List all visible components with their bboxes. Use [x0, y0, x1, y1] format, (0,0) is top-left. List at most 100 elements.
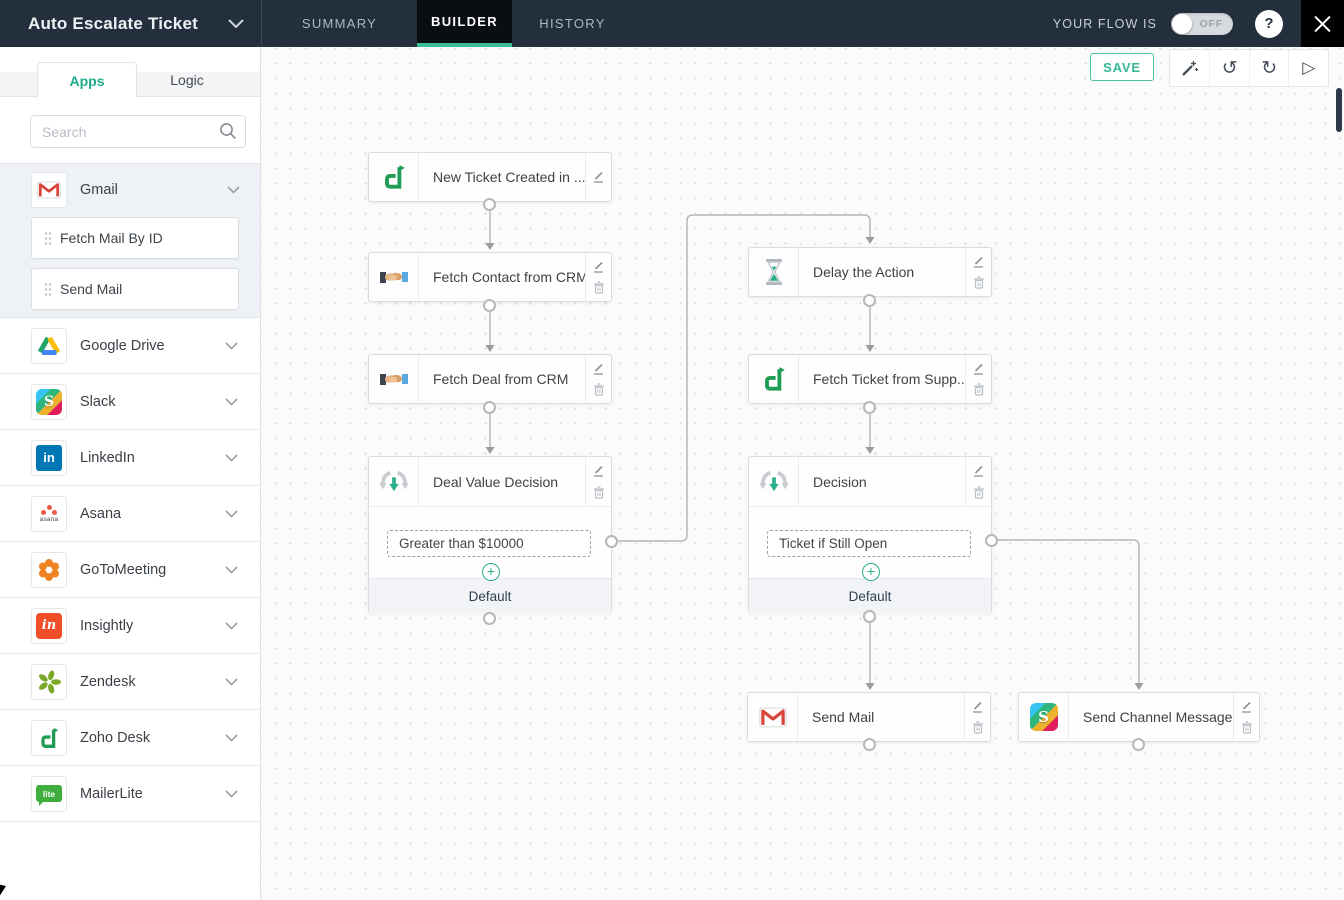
sidebar-item-gmail[interactable]: Gmail [31, 172, 240, 208]
sidebar-item-google-drive[interactable]: Google Drive [0, 318, 260, 374]
redo-icon[interactable]: ↻ [1248, 50, 1289, 86]
tab-history[interactable]: HISTORY [539, 16, 606, 31]
node-fetch-deal-from-crm[interactable]: Fetch Deal from CRM [368, 354, 612, 404]
sidebar-app-list: Google Drive S Slack in LinkedIn asana A [0, 318, 260, 822]
edit-icon[interactable] [971, 700, 984, 714]
drag-handle-icon [44, 282, 51, 296]
slack-icon: S [31, 383, 67, 420]
delete-icon[interactable] [973, 276, 985, 289]
gmail-icon [748, 693, 798, 741]
condition-box[interactable]: Greater than $10000 [387, 530, 591, 557]
connector-port[interactable] [863, 738, 876, 751]
connector-port[interactable] [483, 198, 496, 211]
node-deal-value-decision[interactable]: Deal Value Decision Greater than $10000 … [368, 456, 612, 614]
chevron-down-icon [225, 393, 238, 411]
node-actions [585, 153, 611, 201]
node-send-channel-message[interactable]: S Send Channel Message [1018, 692, 1260, 742]
node-new-ticket-created[interactable]: New Ticket Created in ... [368, 152, 612, 202]
undo-icon[interactable]: ↺ [1209, 50, 1249, 86]
save-button[interactable]: SAVE [1090, 53, 1154, 81]
app-name: Zendesk [80, 673, 136, 690]
edit-icon[interactable] [592, 464, 605, 478]
node-actions [965, 457, 991, 506]
edit-icon[interactable] [972, 362, 985, 376]
app-name: Zoho Desk [80, 729, 151, 746]
node-fetch-contact-from-crm[interactable]: Fetch Contact from CRM [368, 252, 612, 302]
edit-icon[interactable] [972, 464, 985, 478]
sidebar-item-gotomeeting[interactable]: GoToMeeting [0, 542, 260, 598]
delete-icon[interactable] [1241, 721, 1253, 734]
delete-icon[interactable] [972, 721, 984, 734]
sidebar-item-slack[interactable]: S Slack [0, 374, 260, 430]
app-name: Gmail [80, 182, 118, 198]
google-drive-icon [31, 327, 67, 364]
node-send-mail[interactable]: Send Mail [747, 692, 991, 742]
edit-icon[interactable] [592, 170, 605, 184]
node-delay-the-action[interactable]: Delay the Action [748, 247, 992, 297]
condition-box[interactable]: Ticket if Still Open [767, 530, 971, 557]
edit-icon[interactable] [972, 255, 985, 269]
connector-port[interactable] [863, 401, 876, 414]
connector-port[interactable] [483, 401, 496, 414]
delete-icon[interactable] [593, 281, 605, 294]
node-fetch-ticket-from-support[interactable]: Fetch Ticket from Supp... [748, 354, 992, 404]
sidebar-item-mailerlite[interactable]: lite MailerLite [0, 766, 260, 822]
connector-port[interactable] [483, 299, 496, 312]
sidebar-tab-row: Apps Logic [0, 62, 260, 98]
canvas-scrollbar-thumb[interactable] [1336, 88, 1342, 132]
slack-icon: S [1019, 693, 1069, 741]
sidebar-item-zendesk[interactable]: Zendesk [0, 654, 260, 710]
flow-status-label: YOUR FLOW IS [1052, 16, 1157, 31]
connector-port[interactable] [863, 294, 876, 307]
chevron-down-icon [225, 785, 238, 803]
node-title: Fetch Ticket from Supp... [813, 371, 965, 387]
delete-icon[interactable] [973, 486, 985, 499]
tab-builder[interactable]: BUILDER [417, 0, 512, 47]
app-action-send-mail[interactable]: Send Mail [31, 268, 239, 310]
flow-on-off-toggle[interactable]: OFF [1171, 12, 1233, 35]
flow-title-dropdown[interactable]: Auto Escalate Ticket [0, 0, 262, 47]
edit-icon[interactable] [592, 362, 605, 376]
app-action-fetch-mail-by-id[interactable]: Fetch Mail By ID [31, 217, 239, 259]
sidebar-item-zoho-desk[interactable]: Zoho Desk [0, 710, 260, 766]
edit-icon[interactable] [1240, 700, 1253, 714]
sidebar-item-insightly[interactable]: in Insightly [0, 598, 260, 654]
run-icon[interactable]: ▷ [1288, 50, 1328, 86]
action-label: Fetch Mail By ID [60, 230, 163, 246]
sidebar-item-linkedin[interactable]: in LinkedIn [0, 430, 260, 486]
connector-port[interactable] [1132, 738, 1145, 751]
app-name: Google Drive [80, 337, 165, 354]
zoho-desk-icon [369, 153, 419, 201]
node-decision[interactable]: Decision Ticket if Still Open + Default [748, 456, 992, 614]
insightly-icon: in [31, 607, 67, 644]
search-icon [219, 122, 237, 145]
delete-icon[interactable] [973, 383, 985, 396]
delete-icon[interactable] [593, 383, 605, 396]
add-condition-icon[interactable]: + [482, 563, 500, 581]
node-title: Decision [813, 473, 867, 490]
magic-wand-icon[interactable] [1170, 50, 1209, 86]
tab-apps[interactable]: Apps [37, 62, 137, 98]
node-actions [964, 693, 990, 741]
help-button[interactable]: ? [1255, 9, 1283, 38]
node-title: Delay the Action [813, 264, 915, 280]
add-condition-icon[interactable]: + [862, 563, 880, 581]
topbar-tabs: SUMMARY BUILDER HISTORY [262, 0, 633, 47]
tab-logic[interactable]: Logic [170, 71, 204, 88]
tab-summary[interactable]: SUMMARY [301, 16, 378, 31]
edit-icon[interactable] [592, 260, 605, 274]
close-button[interactable] [1301, 0, 1344, 48]
connector-port[interactable] [483, 612, 496, 625]
sidebar-item-asana[interactable]: asana Asana [0, 486, 260, 542]
connector-port[interactable] [605, 535, 618, 548]
connector-port[interactable] [863, 610, 876, 623]
flow-canvas[interactable]: SAVE ↺ ↻ ▷ New Ticket Created in ... [261, 47, 1344, 900]
node-title: New Ticket Created in ... [433, 169, 585, 185]
delete-icon[interactable] [593, 486, 605, 499]
toggle-knob [1172, 13, 1192, 34]
search-input[interactable] [30, 115, 246, 148]
sidebar-app-gmail-section: Gmail Fetch Mail By ID Send Mail [0, 163, 260, 318]
connector-port[interactable] [985, 534, 998, 547]
zoho-desk-icon [31, 719, 67, 756]
